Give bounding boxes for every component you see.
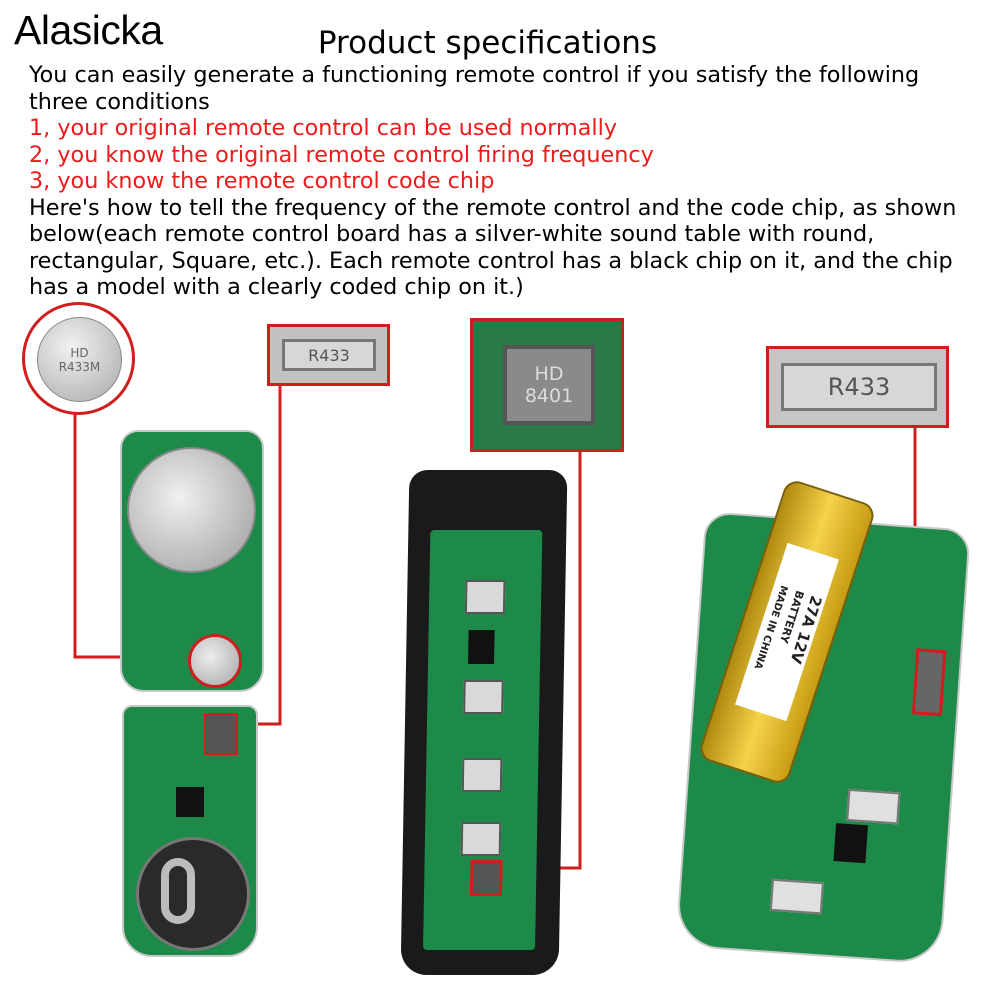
condition-1: 1, your original remote control can be u… [29, 115, 618, 141]
resonator-label-right: R433 [827, 373, 891, 401]
coin-battery-holder [127, 447, 256, 573]
resonator-label-left: R433 [308, 345, 350, 365]
square-label-brand: HD [534, 363, 564, 385]
explanation-paragraph: Here's how to tell the frequency of the … [29, 194, 957, 301]
square-label-model: 8401 [524, 385, 574, 407]
intro-paragraph: You can easily generate a functioning re… [29, 62, 920, 115]
highlighted-resonator-3 [911, 648, 947, 717]
small-round-resonator [188, 634, 242, 688]
code-chip-3 [833, 823, 869, 864]
zoom-round-resonator: HD R433M [22, 302, 135, 415]
resonator-label-model: R433M [58, 359, 101, 374]
zoom-square-resonator: HD 8401 [470, 318, 624, 452]
code-chip-2 [468, 630, 495, 664]
remote-case-black [400, 470, 568, 975]
code-chip [176, 787, 204, 817]
specification-text: You can easily generate a functioning re… [29, 62, 969, 301]
condition-2: 2, you know the original remote control … [29, 141, 654, 168]
condition-3: 3, you know the remote control code chip [29, 168, 495, 194]
coin-cell-holder [136, 837, 250, 951]
zoom-rect-resonator-right: R433 [766, 346, 949, 428]
pcb-board-chip-side [122, 705, 258, 957]
zoom-rect-resonator-left: R433 [267, 324, 390, 386]
brand-logo: Alasicka [14, 7, 163, 53]
highlighted-resonator-2 [469, 860, 503, 896]
pcb-board-narrow [423, 530, 543, 950]
highlighted-resonator [204, 713, 238, 755]
resonator-label-brand: HD [70, 345, 89, 360]
pcb-board-round-battery [120, 430, 264, 692]
page-title: Product specifications [317, 25, 658, 61]
